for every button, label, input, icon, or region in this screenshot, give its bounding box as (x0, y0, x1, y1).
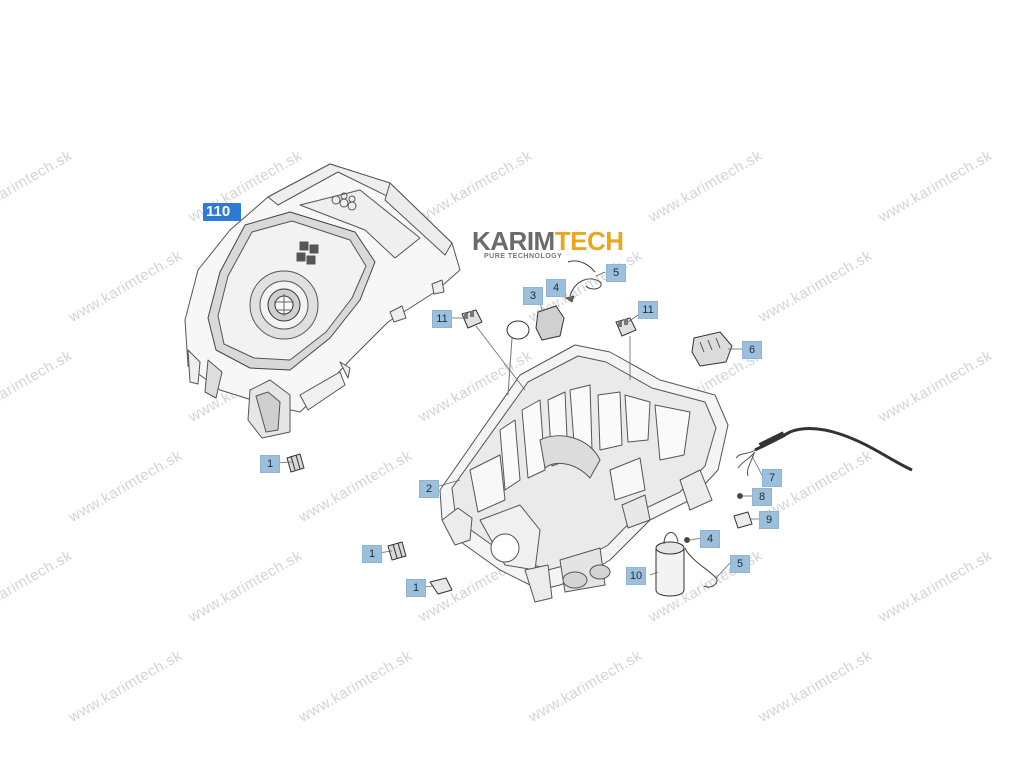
callout-label: 5 (606, 264, 626, 282)
clamp-part (733, 511, 753, 529)
callout-label: 11 (432, 310, 452, 328)
screw-part (737, 493, 743, 499)
callout-label: 7 (762, 469, 782, 487)
callout-label: 1 (362, 545, 382, 563)
relay-part (535, 305, 565, 341)
callout-label: 3 (523, 287, 543, 305)
logo-name-part-a: KARIM (472, 226, 555, 256)
capacitor-part (655, 532, 685, 597)
logo-name-part-b: TECH (554, 226, 624, 256)
callout-label: 9 (759, 511, 779, 529)
callout-label: 4 (700, 530, 720, 548)
assembly-number-label: 110 (203, 203, 241, 221)
karimtech-logo: KARIMTECH PURE TECHNOLOGY (462, 222, 632, 268)
callout-label: 6 (742, 341, 762, 359)
callout-label: 8 (752, 488, 772, 506)
main-housing-part (439, 344, 729, 603)
callout-label: 5 (730, 555, 750, 573)
top-cover-part (184, 163, 461, 439)
gasket-part (506, 320, 530, 340)
power-cord-part (754, 427, 913, 472)
callout-label: 1 (260, 455, 280, 473)
clip-part (286, 453, 305, 473)
logo-tagline: PURE TECHNOLOGY (484, 253, 563, 260)
callout-label: 10 (626, 567, 646, 585)
callout-label: 11 (638, 301, 658, 319)
callout-label: 2 (419, 480, 439, 498)
callout-label: 4 (546, 279, 566, 297)
callout-label: 1 (406, 579, 426, 597)
cable-part (567, 260, 602, 297)
clip-part (429, 577, 453, 595)
